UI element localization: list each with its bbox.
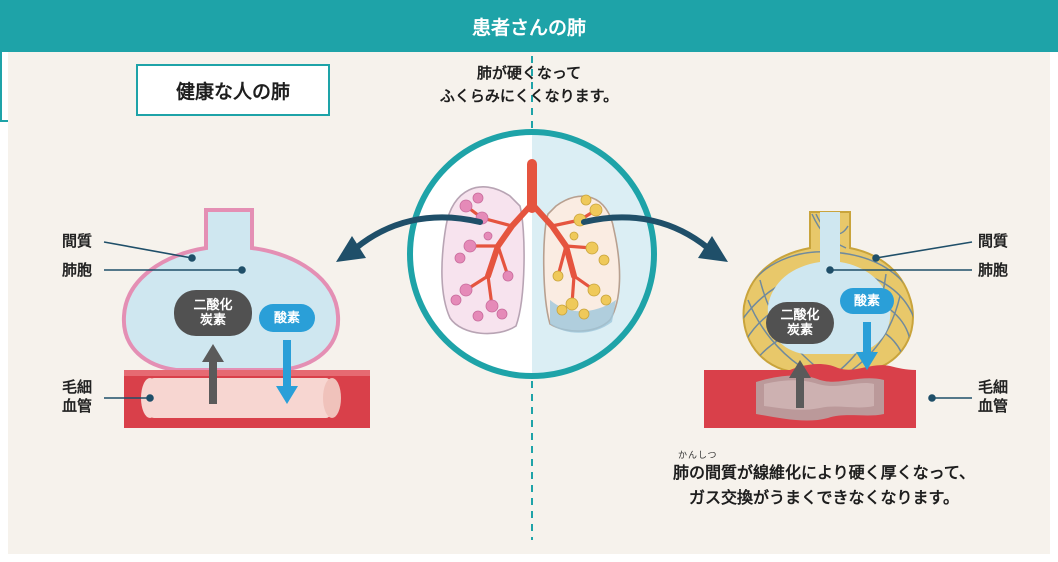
patient-capillary-label-line-1: 毛細 (978, 378, 1008, 397)
healthy-co2-badge: 二酸化 炭素 (174, 290, 252, 336)
patient-co2-line-2: 炭素 (787, 323, 813, 338)
patient-co2-badge: 二酸化 炭素 (766, 302, 834, 344)
healthy-capillary-label-line-2: 血管 (62, 397, 92, 416)
patient-o2-badge: 酸素 (840, 288, 894, 314)
healthy-interstitium-label: 間質 (62, 232, 92, 251)
patient-lung-title-box: 患者さんの肺 肺が硬くなって ふくらみにくくなります。 (0, 0, 268, 122)
patient-capillary (704, 364, 916, 428)
healthy-capillary (124, 370, 370, 428)
healthy-o2-badge: 酸素 (259, 304, 315, 332)
healthy-capillary-label: 毛細 血管 (62, 378, 92, 416)
patient-description-line-2: ふくらみにくくなります。 (0, 85, 1058, 108)
healthy-co2-line-2: 炭素 (200, 313, 226, 328)
caption: 肺の間質が線維化により硬く厚くなって、 ガス交換がうまくできなくなります。 (620, 460, 1028, 510)
patient-lung-description: 肺が硬くなって ふくらみにくくなります。 (0, 54, 1058, 116)
patient-lung-title: 患者さんの肺 (0, 0, 1058, 52)
healthy-co2-line-1: 二酸化 (193, 298, 232, 313)
patient-interstitium-label: 間質 (978, 232, 1008, 251)
patient-capillary-label-line-2: 血管 (978, 397, 1008, 416)
caption-line-2: ガス交換がうまくできなくなります。 (620, 485, 1028, 510)
arrow-to-patient-head (698, 236, 728, 262)
patient-co2-line-1: 二酸化 (780, 308, 819, 323)
healthy-alveolus-label: 肺胞 (62, 261, 92, 280)
patient-alveolus-label: 肺胞 (978, 261, 1008, 280)
patient-description-line-1: 肺が硬くなって (0, 62, 1058, 85)
healthy-lung-illustration (442, 187, 524, 334)
patient-capillary-label: 毛細 血管 (978, 378, 1008, 416)
caption-line-1: 肺の間質が線維化により硬く厚くなって、 (620, 460, 1028, 485)
healthy-capillary-label-line-1: 毛細 (62, 378, 92, 397)
arrow-to-healthy-head (336, 236, 366, 262)
